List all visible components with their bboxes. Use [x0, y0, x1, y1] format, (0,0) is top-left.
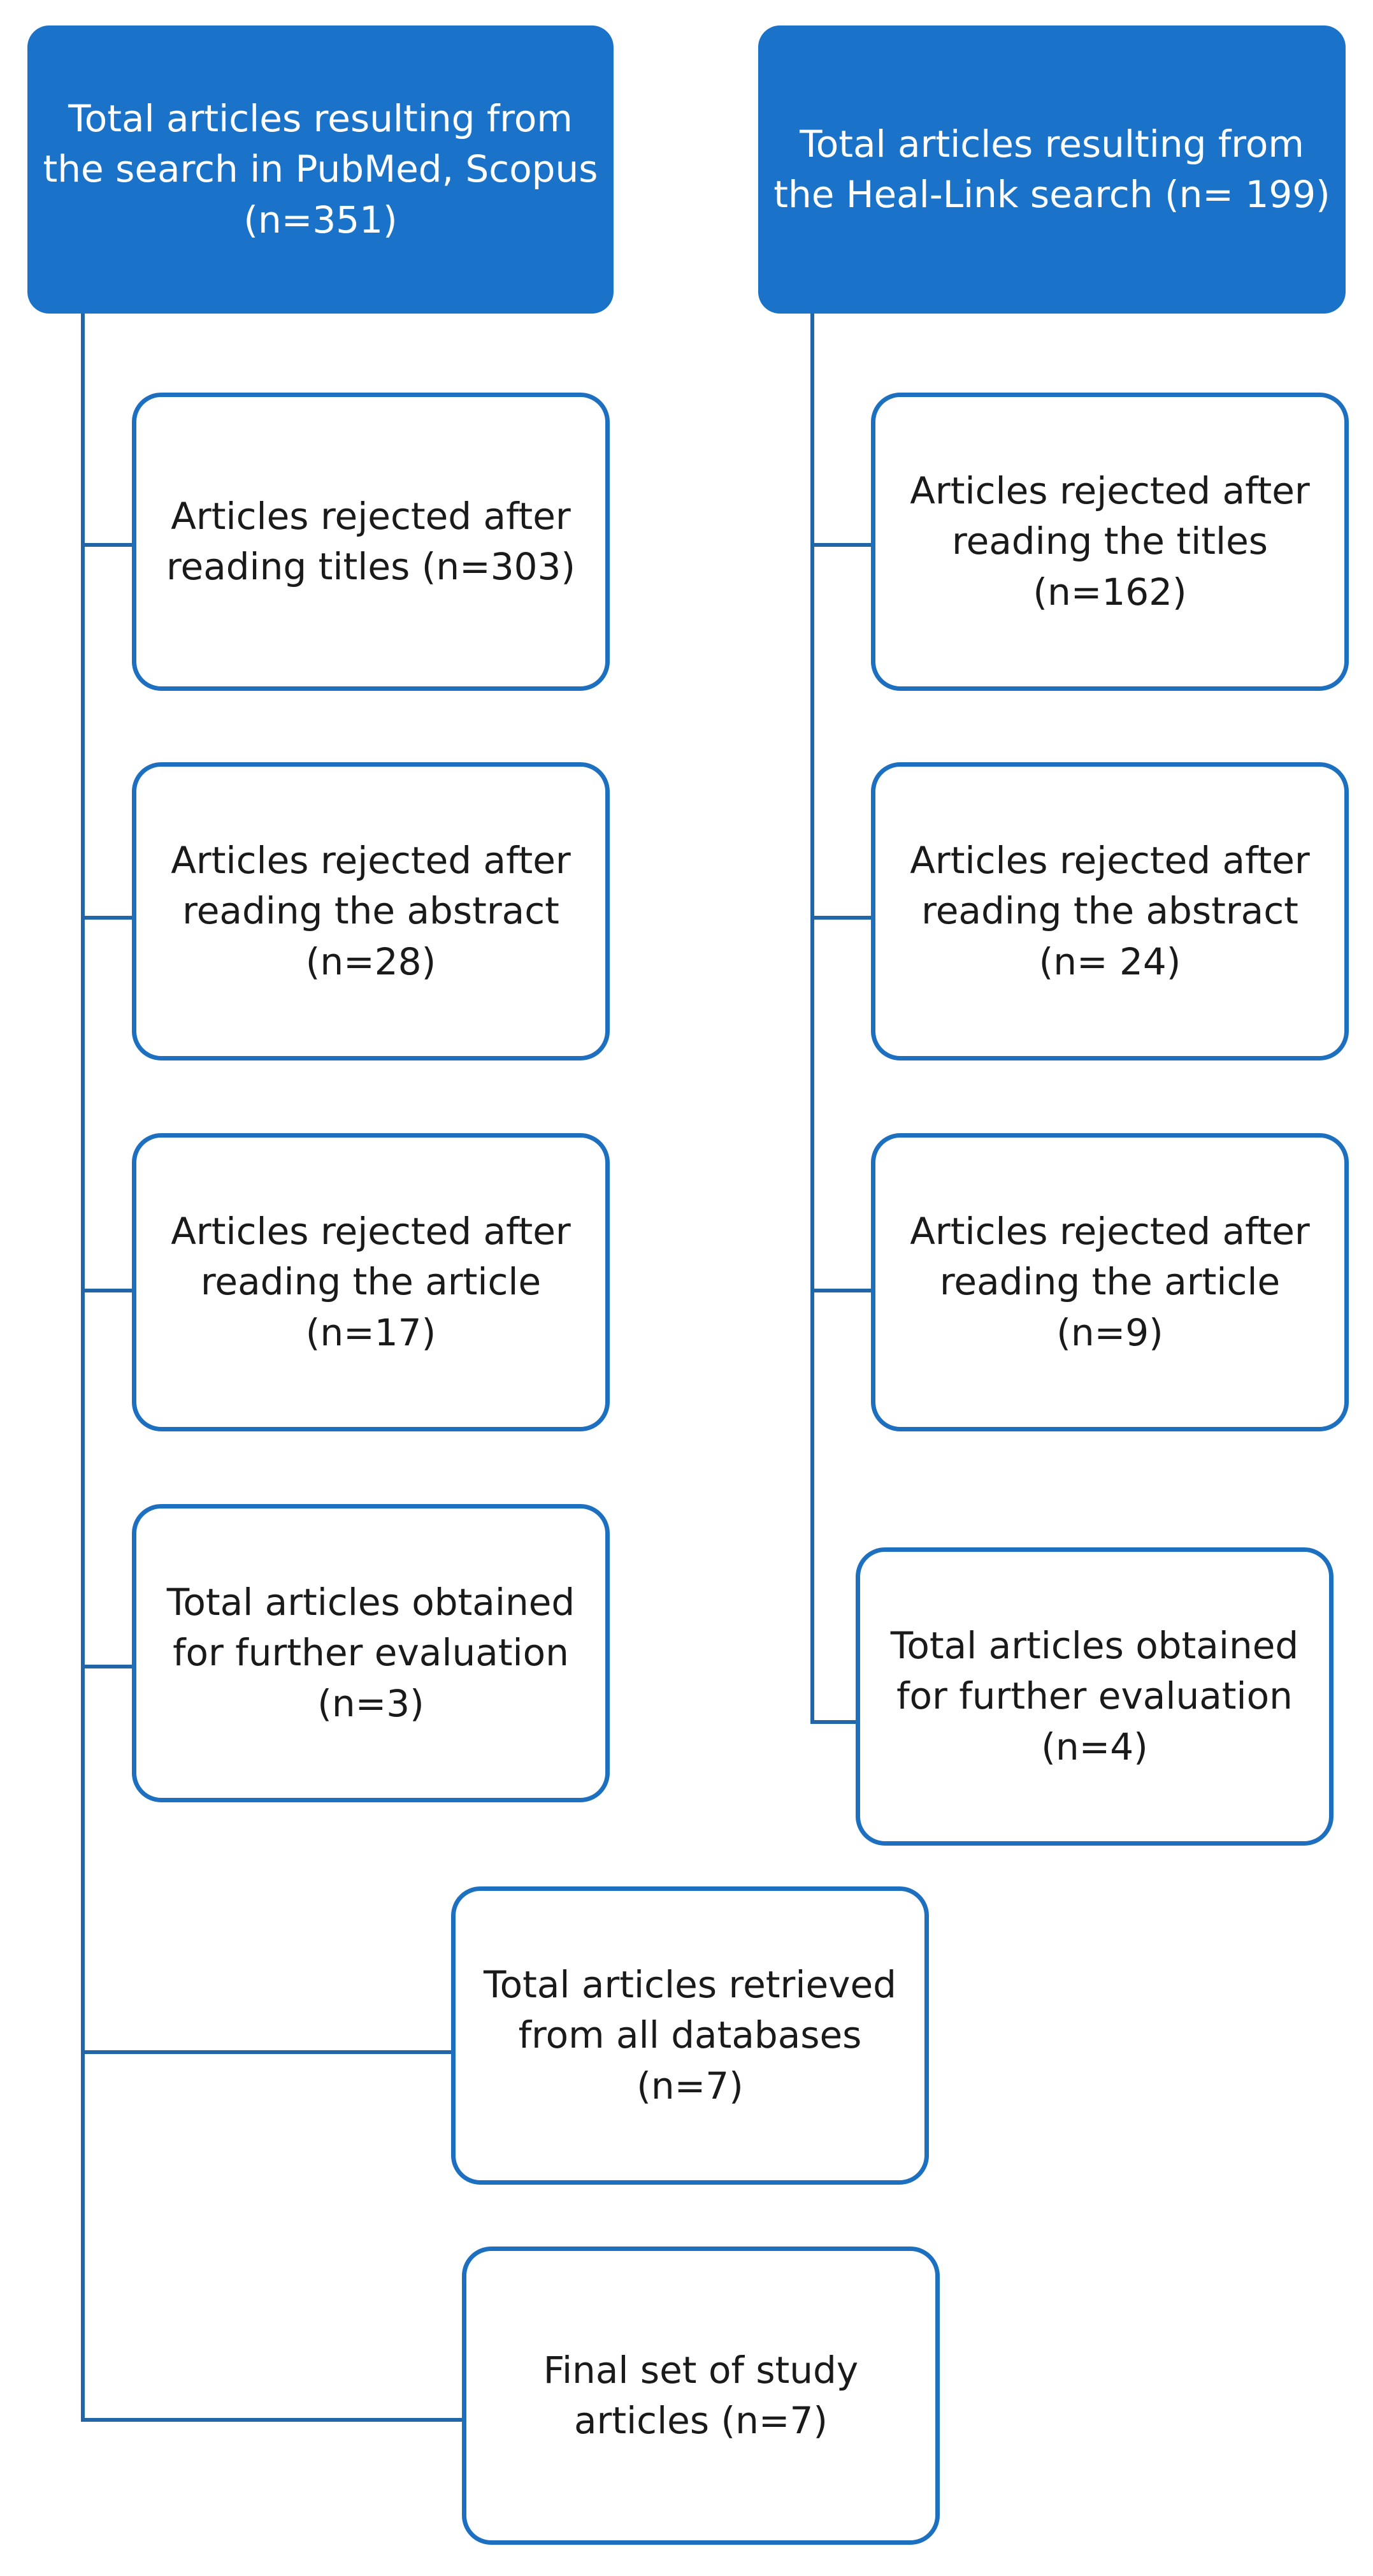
- final-study-set-box: Final set of study articles (n=7): [462, 2247, 940, 2545]
- left-rejected-titles-box: Articles rejected after reading titles (…: [132, 393, 610, 691]
- left-rejected-abstract-box: Articles rejected after reading the abst…: [132, 762, 610, 1060]
- left-rejected-article-text: Articles rejected after reading the arti…: [171, 1209, 571, 1354]
- right-rejected-titles-text: Articles rejected after reading the titl…: [910, 468, 1310, 614]
- pubmed-scopus-search-text: Total articles resulting from the search…: [43, 96, 598, 242]
- left-rejected-abstract-text: Articles rejected after reading the abst…: [171, 838, 571, 983]
- right-rejected-article-text: Articles rejected after reading the arti…: [910, 1209, 1310, 1354]
- left-obtained-box: Total articles obtained for further eval…: [132, 1504, 610, 1802]
- pubmed-scopus-search-box: Total articles resulting from the search…: [27, 25, 614, 314]
- right-rejected-titles-box: Articles rejected after reading the titl…: [871, 393, 1349, 691]
- retrieved-all-databases-text: Total articles retrieved from all databa…: [484, 1962, 896, 2108]
- heal-link-search-text: Total articles resulting from the Heal-L…: [773, 122, 1330, 216]
- left-obtained-text: Total articles obtained for further eval…: [166, 1580, 575, 1725]
- right-rejected-abstract-text: Articles rejected after reading the abst…: [910, 838, 1310, 983]
- right-rejected-article-box: Articles rejected after reading the arti…: [871, 1133, 1349, 1431]
- right-obtained-box: Total articles obtained for further eval…: [856, 1547, 1333, 1846]
- left-rejected-article-box: Articles rejected after reading the arti…: [132, 1133, 610, 1431]
- right-obtained-text: Total articles obtained for further eval…: [890, 1623, 1299, 1769]
- left-rejected-titles-text: Articles rejected after reading titles (…: [166, 494, 576, 588]
- retrieved-all-databases-box: Total articles retrieved from all databa…: [451, 1886, 929, 2185]
- heal-link-search-box: Total articles resulting from the Heal-L…: [758, 25, 1346, 314]
- right-rejected-abstract-box: Articles rejected after reading the abst…: [871, 762, 1349, 1060]
- final-study-set-text: Final set of study articles (n=7): [543, 2348, 859, 2442]
